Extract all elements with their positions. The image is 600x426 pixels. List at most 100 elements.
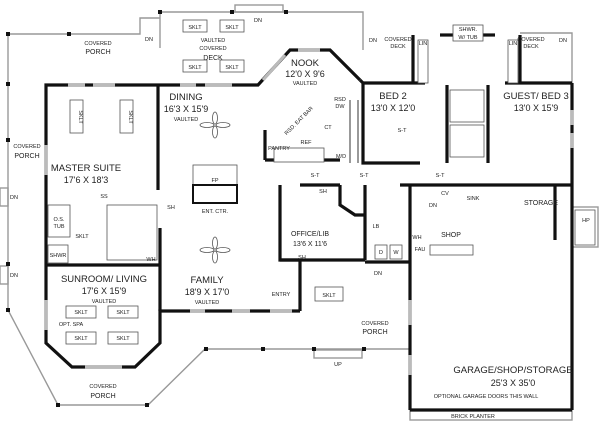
room-size-dining: 16'3 X 15'9 (164, 104, 208, 114)
porch-label: PORCH (90, 393, 115, 400)
deck-label: DECK (203, 55, 223, 62)
skylight-label: SKLT (116, 310, 130, 316)
room-name-family: FAMILY (190, 275, 224, 286)
fixture-label: SH (319, 189, 327, 195)
walls (44, 33, 574, 412)
fixture-label: TUB (54, 224, 65, 230)
room-name-nook: NOOK (291, 58, 320, 69)
fixture-label: OPT. SPA (59, 322, 84, 328)
skylight-label: SKLT (127, 110, 133, 124)
room-name-dining: DINING (169, 92, 202, 103)
room-size-sunroom: 17'6 X 15'9 (82, 286, 126, 296)
fixture-label: LIN (419, 41, 428, 47)
fixture-label: FP (211, 178, 218, 184)
smoke-detector-label: S-T (360, 173, 370, 179)
porch-label: PORCH (14, 153, 39, 160)
fixture-label: SHWR. (459, 27, 478, 33)
deck-label: DECK (523, 44, 539, 50)
skylight-label: SKLT (77, 110, 83, 124)
deck-label: VAULTED (201, 38, 226, 44)
room-size-nook: 12'0 X 9'6 (285, 69, 324, 79)
porch-label: COVERED (361, 321, 388, 327)
fixture-label: RSD. EAT BAR (284, 106, 315, 137)
fixture-label: RSD (334, 97, 346, 103)
fixture-label: LIN (509, 41, 518, 47)
fixture-label: CV (441, 191, 449, 197)
labels: COVERED PORCH COVERED PORCH COVERED PORC… (10, 18, 590, 420)
stair-down-label: DN (374, 271, 382, 277)
skylight-label: SKLT (74, 336, 88, 342)
fixture-label: BRICK PLANTER (451, 414, 495, 420)
porch-label: COVERED (13, 144, 40, 150)
fixture-label: DW (335, 104, 345, 110)
skylight-label: SKLT (322, 293, 336, 299)
stair-down-label: DN (145, 37, 153, 43)
room-name-master: MASTER SUITE (51, 163, 121, 174)
fixture-label: W (393, 250, 399, 256)
skylight-label: SKLT (225, 65, 239, 71)
fixtures (47, 19, 596, 345)
skylight-label: SKLT (75, 234, 89, 240)
room-size-bed2: 13'0 X 12'0 (371, 103, 415, 113)
room-name-bed2: BED 2 (379, 91, 406, 102)
room-size-bed3: 13'0 X 15'9 (514, 103, 558, 113)
stair-down-label: DN (254, 18, 262, 24)
garage-note: OPTIONAL GARAGE DOORS THIS WALL (434, 394, 539, 400)
smoke-detector-label: S-T (436, 173, 446, 179)
fixture-label: ENT. CTR. (202, 209, 229, 215)
fixture-label: SHWR (50, 253, 67, 259)
fixture-label: M/D (336, 154, 346, 160)
deck-label: DECK (390, 44, 406, 50)
room-size-family: 18'9 X 17'0 (185, 287, 229, 297)
skylight-label: SKLT (116, 336, 130, 342)
fixture-label: SH (298, 255, 306, 261)
skylight-label: SKLT (74, 310, 88, 316)
fixture-label: FAU (415, 247, 426, 253)
smoke-detector-label: S-T (311, 173, 321, 179)
deck-label: COVERED (384, 37, 411, 43)
skylight-label: SKLT (225, 25, 239, 31)
smoke-detector-label: S-T (398, 128, 408, 134)
vaulted-note: VAULTED (293, 81, 318, 87)
room-size-office: 13'6 X 11'6 (293, 241, 327, 248)
stair-down-label: DN (369, 38, 377, 44)
fixture-label: LB (373, 224, 380, 230)
fixture-label: SINK (467, 196, 480, 202)
ceiling-fan-icon (199, 111, 231, 139)
fixture-label: SH (167, 205, 175, 211)
deck-label: COVERED (517, 37, 544, 43)
room-name-storage: STORAGE (524, 200, 558, 207)
fixture-label: WH (412, 235, 421, 241)
stair-down-label: DN (10, 273, 18, 279)
fixture-label: D (379, 250, 383, 256)
vaulted-note: VAULTED (195, 300, 220, 306)
porch-label: PORCH (362, 329, 387, 336)
room-name-bed3: GUEST/ BED 3 (503, 91, 568, 102)
room-name-office: OFFICE/LIB (291, 231, 329, 238)
room-name-garage: GARAGE/SHOP/STORAGE (453, 365, 572, 376)
fixture-label: W/ TUB (458, 35, 477, 41)
room-size-master: 17'6 X 18'3 (64, 175, 108, 185)
room-size-garage: 25'3 X 35'0 (491, 378, 535, 388)
stair-up-label: UP (334, 362, 342, 368)
vaulted-note: VAULTED (92, 299, 117, 305)
porch-posts (6, 10, 366, 407)
fixture-label: HP (582, 218, 590, 224)
porch-label: COVERED (89, 384, 116, 390)
fixture-label: CT (324, 125, 332, 131)
fixture-label: O.S. (53, 217, 64, 223)
stair-down-label: DN (429, 203, 437, 209)
fixture-label: WH (146, 257, 155, 263)
deck-label: COVERED (199, 46, 226, 52)
fixture-label: PANTRY (268, 146, 290, 152)
room-name-sunroom: SUNROOM/ LIVING (61, 274, 147, 285)
porch-label: PORCH (85, 49, 110, 56)
ceiling-fan-icon (199, 236, 231, 264)
vaulted-note: VAULTED (174, 117, 199, 123)
skylight-label: SKLT (188, 25, 202, 31)
fixture-label: REF (301, 140, 313, 146)
room-name-entry: ENTRY (272, 292, 291, 298)
room-name-shop: SHOP (441, 232, 461, 239)
stair-down-label: DN (10, 195, 18, 201)
